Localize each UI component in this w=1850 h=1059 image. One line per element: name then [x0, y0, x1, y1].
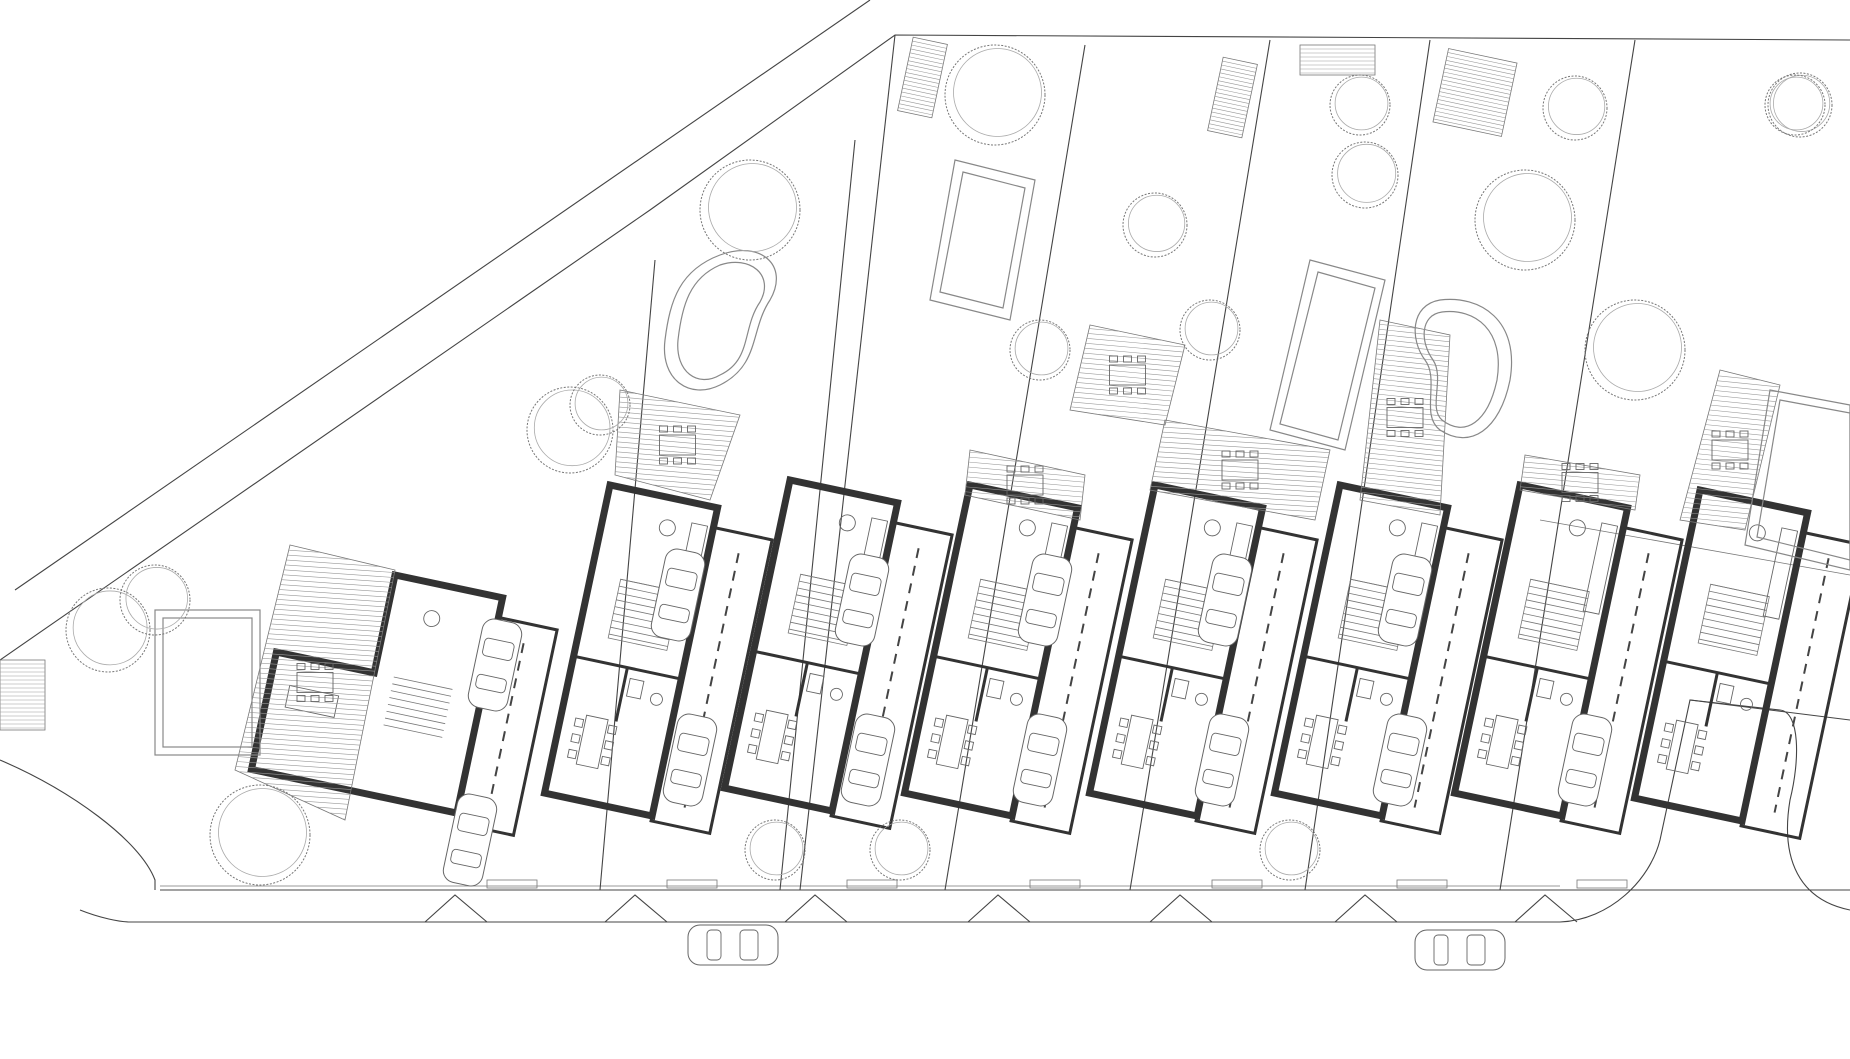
terrace-3 [1069, 324, 1186, 426]
gate-7 [1514, 879, 1628, 923]
driveway-car-13 [1557, 713, 1613, 807]
tree-19 [1179, 299, 1241, 361]
house-2 [720, 475, 954, 831]
tree-17 [1764, 74, 1826, 136]
driveway-car-10 [1194, 713, 1250, 807]
tree-16 [1259, 819, 1321, 881]
stair-block-2 [1207, 56, 1258, 139]
street-car-1 [687, 924, 779, 966]
tree-8 [1474, 169, 1576, 271]
terrace-2 [614, 389, 741, 501]
terrace-8 [1679, 369, 1781, 531]
driveway-car-5 [834, 553, 890, 647]
tree-14 [744, 819, 806, 881]
tree-11 [65, 587, 151, 673]
tree-13 [209, 784, 311, 886]
street-car-2 [1414, 929, 1506, 971]
tree-7 [1542, 75, 1608, 141]
driveway-car-1 [442, 793, 498, 887]
tree-5 [1009, 319, 1071, 381]
site-boundary [0, 0, 1850, 923]
tree-9 [1584, 299, 1686, 401]
gate-3 [784, 879, 898, 923]
tree-12 [119, 564, 191, 636]
tree-3 [1122, 192, 1188, 258]
house-corner [247, 570, 559, 838]
gate-1 [424, 879, 538, 923]
gate-5 [1149, 879, 1263, 923]
tree-6 [1331, 141, 1399, 209]
gate-4 [967, 879, 1081, 923]
driveway-car-4 [662, 713, 718, 807]
stair-block-4 [0, 659, 46, 731]
driveway-car-6 [840, 713, 896, 807]
tree-1 [944, 44, 1046, 146]
tree-18 [1329, 74, 1391, 136]
gate-6 [1334, 879, 1448, 923]
driveway-car-2 [467, 618, 523, 712]
driveway-car-3 [650, 548, 706, 642]
driveway-car-9 [1197, 553, 1253, 647]
tree-4 [526, 386, 614, 474]
driveway-car-8 [1012, 713, 1068, 807]
house-7 [1630, 485, 1850, 841]
tree-15 [869, 819, 931, 881]
gate-2 [604, 879, 718, 923]
hatch-blocks [0, 36, 1518, 731]
tree-2 [699, 159, 801, 261]
stair-block-3 [1432, 48, 1518, 137]
driveway-car-7 [1017, 553, 1073, 647]
pools [154, 159, 1850, 756]
bench-block-1 [1299, 44, 1376, 76]
terrace-7 [1519, 454, 1641, 511]
trees [65, 44, 1833, 886]
driveway-car-12 [1372, 713, 1428, 807]
house-5 [1270, 480, 1504, 836]
tree-20 [569, 374, 631, 436]
driveway-gates [424, 879, 1628, 923]
cars [442, 548, 1613, 971]
house-1 [540, 480, 774, 836]
terrace-5 [1149, 419, 1331, 521]
stair-block-1 [897, 36, 948, 119]
tree-10 [1767, 72, 1833, 138]
house-3 [900, 480, 1134, 836]
driveway-car-11 [1377, 553, 1433, 647]
terraces [234, 319, 1781, 821]
